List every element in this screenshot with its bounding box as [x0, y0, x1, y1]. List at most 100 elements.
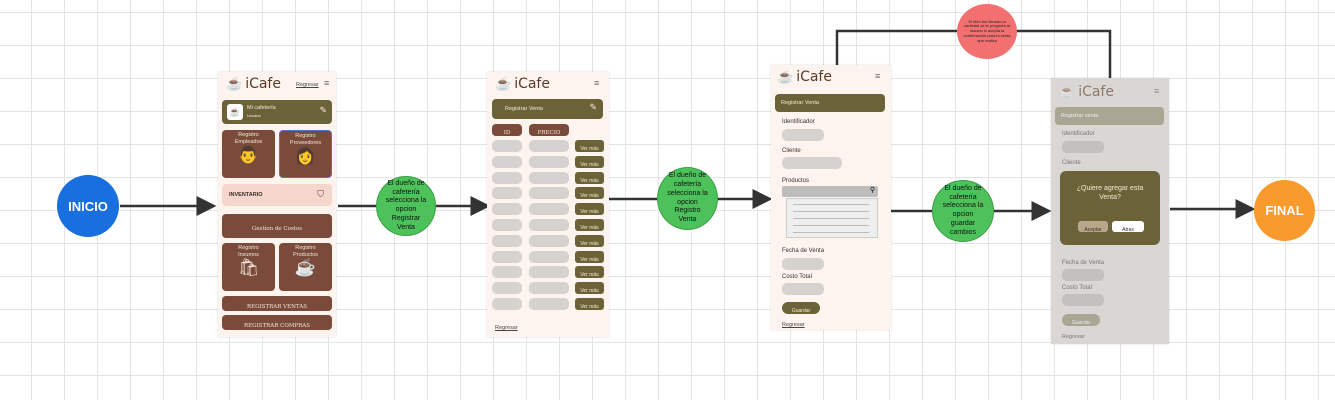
menu-icon[interactable]: ≡: [875, 71, 881, 81]
inventory-label: INVENTARIO: [229, 192, 263, 198]
back-link[interactable]: Regresar: [782, 322, 805, 328]
register-header: Registrar Venta: [775, 94, 885, 112]
view-more-button[interactable]: Ver más: [575, 219, 604, 231]
row-id-cell: [492, 250, 522, 263]
view-more-button[interactable]: Ver más: [575, 155, 604, 168]
step-3-node: El dueño de cafetería selecciona la opci…: [932, 180, 994, 242]
products-label: Productos: [782, 178, 810, 184]
view-more-button[interactable]: Ver más: [575, 234, 604, 247]
product-list-row[interactable]: [793, 204, 869, 205]
profile-sub: Usuario: [247, 113, 261, 118]
step-2-node: El dueño de cafetería selecciona la opci…: [657, 167, 718, 230]
client-field[interactable]: [782, 157, 842, 169]
product-list-row[interactable]: [793, 211, 869, 212]
row-id-cell: [492, 234, 522, 247]
save-label: Guardar: [791, 308, 811, 314]
save-label: Guardar: [1071, 320, 1091, 326]
note-node: Sí bien fue llenado la cantidad se le pr…: [957, 4, 1017, 59]
search-icon: ⚲: [869, 187, 875, 194]
col-header-id: ID: [492, 124, 522, 136]
date-field[interactable]: [1062, 269, 1104, 281]
tile-supplies-label: Registro Insumos: [238, 245, 259, 258]
app-logo: ☕ iCafe: [1059, 84, 1114, 100]
view-more-button[interactable]: Ver más: [575, 298, 604, 310]
register-purchases-button[interactable]: REGISTRAR COMPRAS: [222, 315, 332, 330]
start-node: INICIO: [57, 175, 119, 237]
product-list-row[interactable]: [793, 232, 869, 233]
screen-confirm-sale: ☕ iCafe ≡ Registrar venta Identificador …: [1051, 78, 1169, 344]
note-label: Sí bien fue llenado la cantidad se le pr…: [963, 18, 1011, 43]
tile-employees-label: Registro Empleados: [234, 132, 263, 145]
menu-icon[interactable]: ≡: [594, 78, 600, 88]
register-sales-button[interactable]: REGISTRAR VENTAS: [222, 296, 332, 311]
save-button[interactable]: Guardar: [1062, 314, 1100, 326]
row-id-cell: [492, 219, 522, 231]
row-price-cell: [529, 171, 569, 184]
tile-suppliers[interactable]: Registro Proveedores 👩: [279, 130, 332, 178]
tile-suppliers-label: Registro Proveedores: [289, 133, 322, 146]
screen-home: ☕ iCafe Regresar ≡ ☕ Mi cafetería Usuari…: [218, 72, 336, 337]
inventory-button[interactable]: INVENTARIO ⛉: [222, 184, 332, 206]
back-link[interactable]: Regresar: [296, 82, 319, 88]
view-more-button[interactable]: Ver más: [575, 171, 604, 184]
app-name: iCafe: [514, 76, 550, 92]
total-field[interactable]: [782, 283, 824, 295]
register-purchases-label: REGISTRAR COMPRAS: [243, 323, 311, 329]
app-name: iCafe: [796, 69, 832, 85]
date-label: Fecha de Venta: [782, 248, 825, 254]
sales-header-title: Registrar Venta: [505, 106, 543, 112]
tile-supplies[interactable]: Registro Insumos 🛍: [222, 243, 275, 291]
menu-icon[interactable]: ≡: [324, 78, 330, 88]
identifier-field[interactable]: [782, 129, 824, 141]
date-label: Fecha de Venta: [1062, 260, 1105, 266]
view-more-label: Ver más: [580, 288, 599, 295]
products-search-bar[interactable]: ⚲: [782, 186, 878, 197]
view-more-button[interactable]: Ver más: [575, 282, 604, 295]
row-price-cell: [529, 266, 569, 279]
row-price-cell: [529, 140, 569, 152]
back-dialog-button[interactable]: Atras: [1112, 221, 1144, 233]
date-field[interactable]: [782, 258, 824, 270]
supplies-bag-icon: 🛍: [237, 258, 260, 278]
back-link[interactable]: Regresar: [495, 325, 518, 331]
save-button[interactable]: Guardar: [782, 302, 820, 314]
coffee-product-icon: ☕: [294, 258, 317, 278]
edit-icon[interactable]: ✎: [589, 102, 597, 112]
view-more-label: Ver más: [580, 304, 599, 310]
coffee-cup-icon: ☕: [226, 76, 243, 91]
product-list-row[interactable]: [793, 218, 869, 219]
avatar: ☕: [227, 104, 243, 120]
product-list-row[interactable]: [793, 225, 869, 226]
view-more-button[interactable]: Ver más: [575, 203, 604, 216]
confirm-dialog-text: ¿Quiere agregar esta Venta?: [1076, 185, 1144, 202]
edit-icon[interactable]: ✎: [319, 105, 327, 115]
tile-products-label: Registro Productos: [293, 245, 318, 258]
col-id-label: ID: [503, 130, 511, 136]
back-dialog-label: Atras: [1122, 227, 1134, 233]
profile-card[interactable]: ☕ Mi cafetería Usuario ✎: [222, 100, 332, 124]
back-link[interactable]: Regresar: [1062, 334, 1085, 340]
view-more-button[interactable]: Ver más: [575, 187, 604, 200]
products-list[interactable]: [786, 198, 878, 238]
identifier-label: Identificador: [1062, 131, 1095, 137]
tile-employees[interactable]: Registro Empleados 👨: [222, 130, 275, 178]
row-price-cell: [529, 203, 569, 216]
accept-button[interactable]: Aceptar: [1078, 221, 1108, 233]
view-more-button[interactable]: Ver más: [575, 250, 604, 263]
profile-name: Mi cafetería: [247, 105, 276, 111]
view-more-label: Ver más: [580, 209, 599, 216]
identifier-field[interactable]: [1062, 141, 1104, 153]
tile-products[interactable]: Registro Productos ☕: [279, 243, 332, 291]
start-label: INICIO: [68, 198, 108, 214]
costs-button[interactable]: Gestion de Costos: [222, 214, 332, 238]
end-node: FINAL: [1254, 180, 1315, 241]
view-more-button[interactable]: Ver más: [575, 140, 604, 152]
app-name: iCafe: [245, 76, 281, 92]
view-more-label: Ver más: [580, 177, 599, 184]
total-field[interactable]: [1062, 294, 1104, 306]
register-sales-label: REGISTRAR VENTAS: [246, 304, 308, 310]
menu-icon[interactable]: ≡: [1154, 86, 1160, 96]
view-more-button[interactable]: Ver más: [575, 266, 604, 279]
view-more-label: Ver más: [580, 193, 599, 200]
row-price-cell: [529, 234, 569, 247]
